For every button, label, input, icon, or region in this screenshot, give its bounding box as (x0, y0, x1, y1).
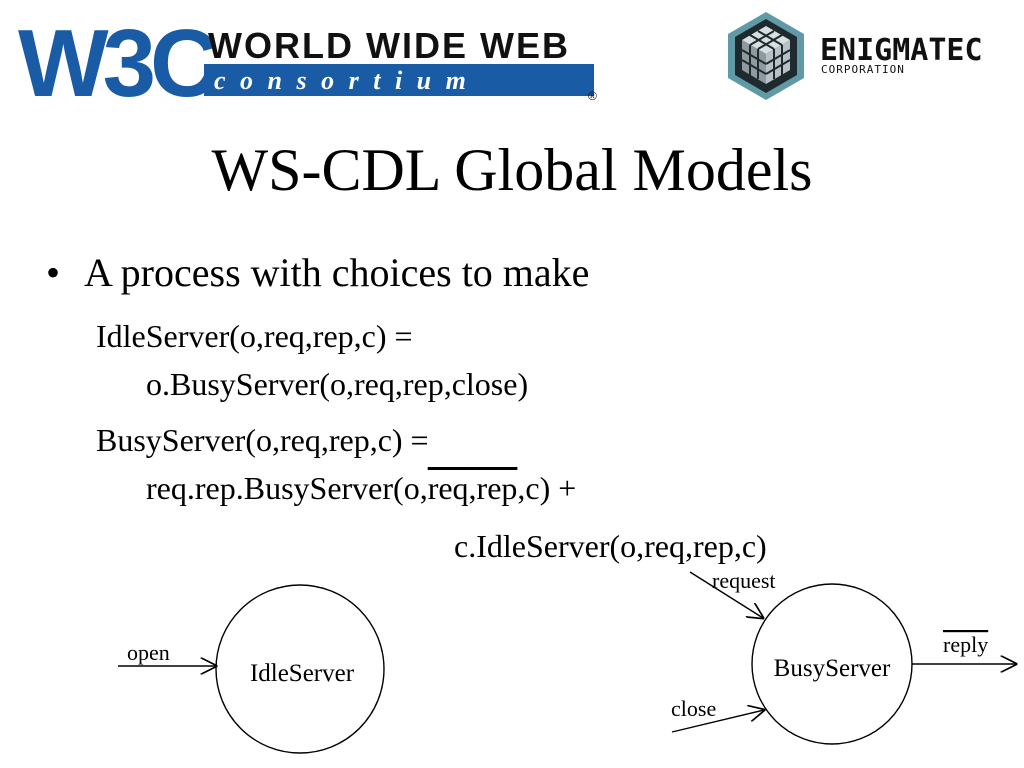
state-diagram: IdleServer open BusyServer request close… (0, 560, 1024, 768)
close-arrow (671, 710, 764, 733)
busy-body-req-overbar: req (427, 470, 469, 506)
busy-server-choice: c.IdleServer(o,req,rep,c) (454, 528, 767, 564)
bullet-dot-icon: • (46, 250, 61, 295)
idle-server-body: o.BusyServer(o,req,rep,close) (146, 366, 529, 402)
bullet-item: • A process with choices to make (46, 248, 589, 298)
close-label: close (671, 696, 716, 721)
enigmatec-cube-icon (728, 12, 804, 100)
idle-server-definition: IdleServer(o,req,rep,c) = (96, 318, 413, 354)
w3c-wordmark-line2: c o n s o r t i u m (214, 66, 470, 95)
busy-body-rep-overbar: rep (476, 470, 518, 506)
w3c-mark: W3C (18, 10, 217, 104)
w3c-wordmark-band (204, 64, 594, 96)
idle-server-state-label: IdleServer (250, 660, 355, 687)
enigmatec-name: ENIGMATEC (820, 33, 983, 68)
w3c-wordmark-line1: WORLD WIDE WEB (208, 25, 570, 66)
busy-body-suffix: ,c) + (517, 470, 577, 506)
bullet-text: A process with choices to make (84, 250, 590, 295)
busy-body-comma: , (468, 470, 477, 506)
open-label: open (127, 640, 170, 665)
slide-title: WS-CDL Global Models (211, 137, 813, 203)
reply-label: reply (943, 632, 988, 657)
busy-body-prefix: req.rep.BusyServer(o, (146, 470, 428, 506)
w3c-logo: W3C WORLD WIDE WEB c o n s o r t i u m ® (14, 8, 604, 104)
w3c-registered-mark: ® (588, 89, 597, 103)
request-label: request (712, 568, 776, 593)
busy-server-body: req.rep.BusyServer(o,req,rep,c) + (146, 468, 576, 508)
enigmatec-sub: CORPORATION (821, 63, 905, 76)
request-arrow (689, 571, 763, 618)
busy-server-definition: BusyServer(o,req,rep,c) = (96, 422, 429, 458)
busy-server-state-label: BusyServer (774, 655, 891, 682)
enigmatec-logo: ENIGMATEC CORPORATION (724, 10, 1020, 102)
